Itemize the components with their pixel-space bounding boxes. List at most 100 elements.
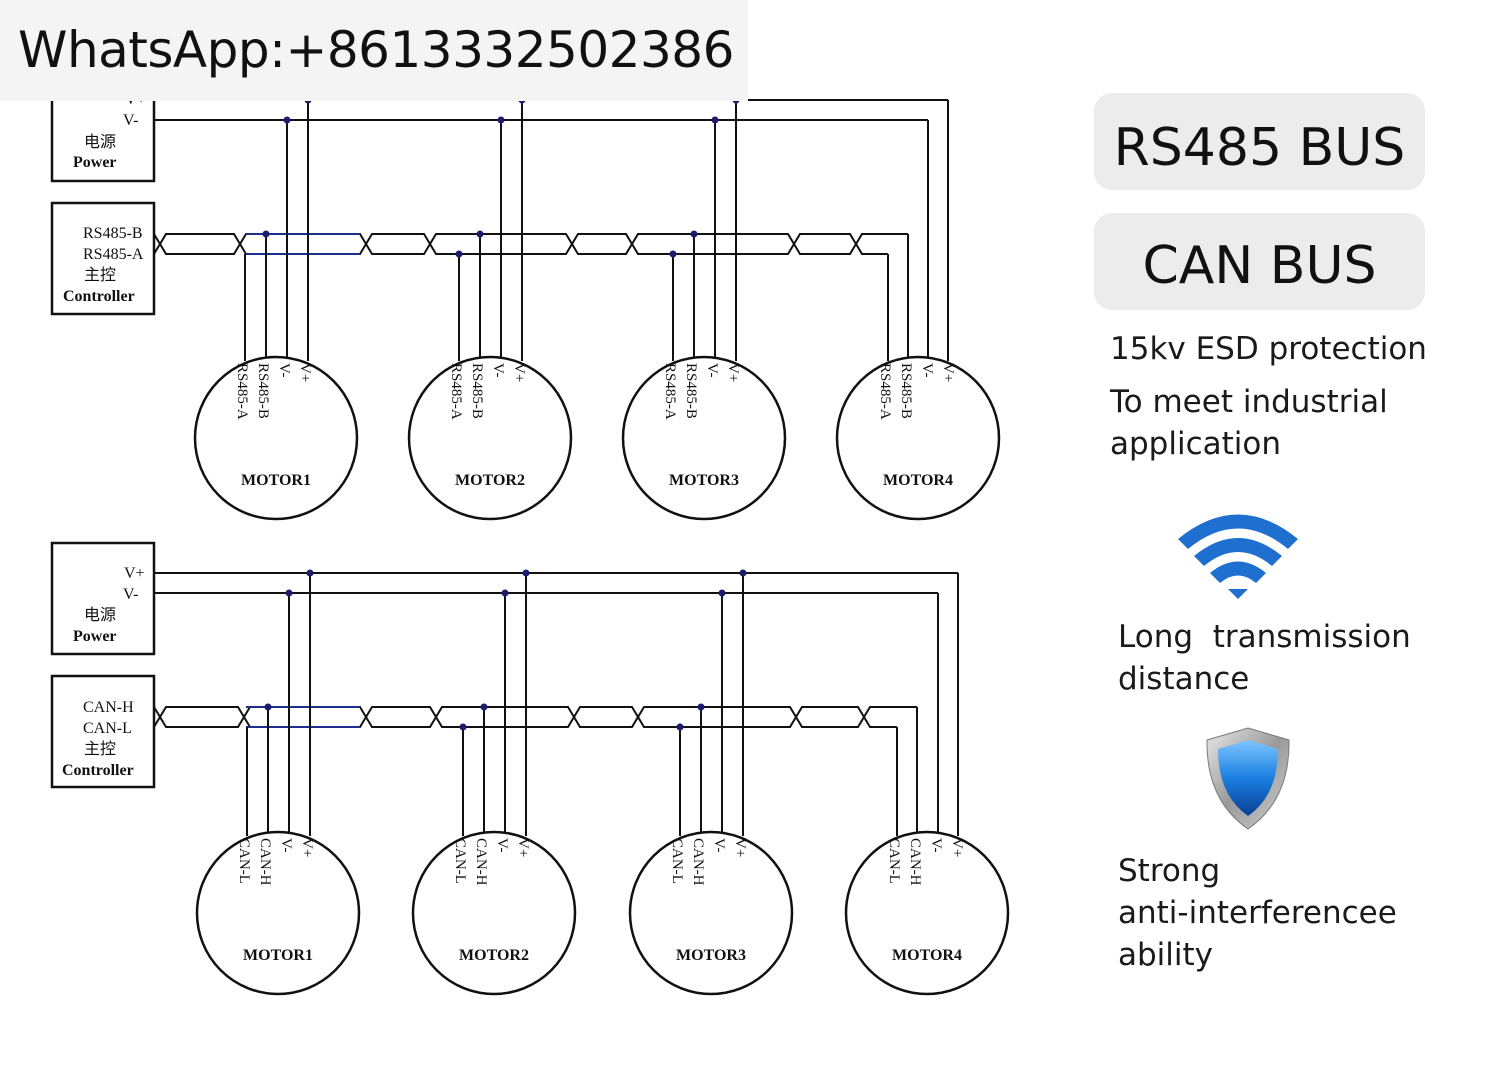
rs485-power-vneg-label: V- xyxy=(123,112,138,129)
motor-pin-label: CAN-L xyxy=(452,838,468,884)
bus-hi-node xyxy=(697,703,705,711)
rs485-wiring-section: V+ V- 电源 Power RS485-B RS485-A 主控 Contro… xyxy=(50,78,1001,521)
motor-pin-label: V- xyxy=(494,838,510,852)
motor-pin-label: RS485-A xyxy=(234,363,250,420)
wifi-signal-icon xyxy=(1178,514,1298,599)
motor-pin-label: RS485-B xyxy=(255,363,271,419)
motor-pin-label: V+ xyxy=(732,838,748,857)
long-line-1: Long transmission xyxy=(1118,619,1411,655)
motor-pin-label: CAN-H xyxy=(257,838,273,886)
motor-4: V+ V- RS485-B RS485-A MOTOR4 xyxy=(835,100,1001,521)
rs485-power-cn-label: 电源 xyxy=(84,133,116,151)
bus-hi-node xyxy=(476,230,484,238)
motor-1: V+ V- CAN-H CAN-L MOTOR1 xyxy=(195,569,361,996)
motor-circle xyxy=(407,355,573,521)
long-line-2: distance xyxy=(1118,661,1250,697)
motor-circle xyxy=(195,830,361,996)
rs485-bus-badge: RS485 BUS xyxy=(1094,93,1425,190)
industrial-application-text: To meet industrial application xyxy=(1110,381,1388,465)
bus-lo-node xyxy=(676,723,684,731)
can-controller-en-label: Controller xyxy=(62,762,134,779)
bus-hi-node xyxy=(262,230,270,238)
can-wires xyxy=(153,572,958,728)
motor-pin-label: V+ xyxy=(725,363,741,382)
bus-lo-node xyxy=(669,250,677,258)
motor-pin-label: V- xyxy=(278,838,294,852)
can-controller-l-label: CAN-L xyxy=(83,720,132,737)
can-power-vneg-label: V- xyxy=(123,586,138,603)
motor-pin-label: RS485-B xyxy=(469,363,485,419)
motor-label: MOTOR1 xyxy=(243,947,313,964)
vneg-node xyxy=(718,589,726,597)
rs485-controller-en-label: Controller xyxy=(63,288,135,305)
bus-wire-1 xyxy=(153,233,908,255)
bus-hi-node xyxy=(480,703,488,711)
motor-pin-label: CAN-L xyxy=(236,838,252,884)
motor-pin-label: V+ xyxy=(940,363,956,382)
rs485-power-en-label: Power xyxy=(73,154,117,171)
motor-pin-label: RS485-B xyxy=(683,363,699,419)
motor-circle xyxy=(411,830,577,996)
motor-pin-label: RS485-B xyxy=(898,363,914,419)
motor-circle xyxy=(835,355,1001,521)
can-controller-box xyxy=(50,674,156,789)
vneg-node xyxy=(283,116,291,124)
bus-wire-2 xyxy=(153,233,888,255)
anti-interference-text: Strong anti-interferencee ability xyxy=(1118,850,1397,976)
motor-label: MOTOR4 xyxy=(892,947,962,964)
motor-label: MOTOR2 xyxy=(459,947,529,964)
shield-icon xyxy=(1206,727,1290,830)
motor-label: MOTOR1 xyxy=(241,472,311,489)
motor-pin-label: CAN-H xyxy=(907,838,923,886)
motor-circle xyxy=(621,355,787,521)
bus-hi-node xyxy=(690,230,698,238)
strong-line-3: ability xyxy=(1118,937,1214,973)
motor-pin-label: CAN-L xyxy=(886,838,902,884)
strong-line-2: anti-interferencee xyxy=(1118,895,1397,931)
vpos-node xyxy=(522,569,530,577)
vpos-node xyxy=(739,569,747,577)
vneg-node xyxy=(501,589,509,597)
motor-pin-label: RS485-A xyxy=(877,363,893,420)
bus-lo-node xyxy=(459,723,467,731)
motor-label: MOTOR4 xyxy=(883,472,953,489)
can-power-cn-label: 电源 xyxy=(84,606,116,624)
motor-pin-label: CAN-H xyxy=(690,838,706,886)
bus-hi-node xyxy=(264,703,272,711)
rs485-controller-cn-label: 主控 xyxy=(84,266,116,284)
can-bus-badge: CAN BUS xyxy=(1094,213,1425,310)
rs485-controller-b-label: RS485-B xyxy=(83,225,143,242)
can-controller-cn-label: 主控 xyxy=(84,740,116,758)
industrial-line-2: application xyxy=(1110,426,1281,462)
motor-pin-label: V- xyxy=(711,838,727,852)
whatsapp-contact-banner: WhatsApp:+8613332502386 xyxy=(0,0,748,101)
vneg-node xyxy=(285,589,293,597)
can-power-vpos-label: V+ xyxy=(124,565,145,582)
vneg-node xyxy=(711,116,719,124)
bus-wire-2 xyxy=(153,706,897,728)
motor-pin-label: V+ xyxy=(515,838,531,857)
motor-circle xyxy=(844,830,1010,996)
rs485-motors: V+V-RS485-BRS485-AMOTOR1V+V-RS485-BRS485… xyxy=(193,96,1001,521)
motor-pin-label: RS485-A xyxy=(448,363,464,420)
motor-pin-label: V+ xyxy=(299,838,315,857)
can-power-en-label: Power xyxy=(73,628,117,645)
motor-pin-label: CAN-L xyxy=(669,838,685,884)
bus-lo-node xyxy=(455,250,463,258)
rs485-controller-a-label: RS485-A xyxy=(83,246,144,263)
motor-pin-label: V- xyxy=(276,363,292,377)
rs485-wires xyxy=(153,99,948,255)
motor-pin-label: V- xyxy=(919,363,935,377)
vneg-node xyxy=(497,116,505,124)
industrial-line-1: To meet industrial xyxy=(1110,384,1388,420)
long-distance-text: Long transmission distance xyxy=(1118,616,1411,700)
motor-circle xyxy=(628,830,794,996)
motor-pin-label: V- xyxy=(928,838,944,852)
